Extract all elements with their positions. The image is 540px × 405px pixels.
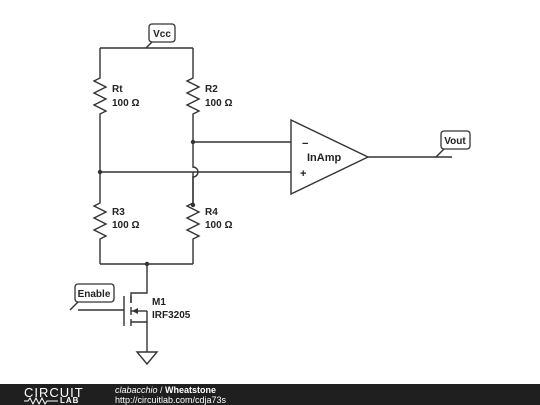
logo-lab-text: LAB — [60, 396, 80, 405]
opamp-plus-symbol: + — [300, 168, 306, 180]
circuit-title: Wheatstone — [165, 385, 217, 395]
resistor-r4-value: 100 Ω — [205, 220, 232, 231]
opamp-label: InAmp — [307, 152, 342, 164]
mosfet-m1[interactable] — [123, 296, 148, 326]
resistor-r2-name: R2 — [205, 84, 218, 95]
resistor-r2-value: 100 Ω — [205, 98, 232, 109]
resistor-logo-icon — [24, 397, 58, 405]
logo-circuit-text: CIRCUIT — [24, 385, 84, 400]
circuit-url-link[interactable]: http://circuitlab.com/cdja73s — [115, 395, 227, 405]
resistor-r3[interactable] — [92, 172, 108, 264]
vcc-label: Vcc — [153, 29, 171, 40]
junction-right-lower — [190, 202, 196, 208]
mosfet-drain-wire — [130, 264, 148, 303]
resistor-r3-name: R3 — [112, 207, 125, 218]
resistor-rt-value: 100 Ω — [112, 98, 139, 109]
enable-label: Enable — [78, 289, 111, 300]
credit-separator: / — [157, 385, 166, 395]
footer-bar: CIRCUIT LAB clabacchio / Wheatstone http… — [0, 384, 540, 405]
instrumentation-amplifier[interactable] — [290, 118, 370, 196]
resistor-r3-value: 100 Ω — [112, 220, 139, 231]
credit-line: clabacchio / Wheatstone — [115, 385, 216, 395]
ground-symbol — [135, 351, 159, 366]
vout-tag[interactable]: Vout — [435, 130, 471, 158]
opamp-minus-symbol: − — [302, 138, 308, 150]
enable-tag[interactable]: Enable — [69, 283, 115, 311]
resistor-rt[interactable] — [92, 48, 108, 172]
resistor-rt-name: Rt — [112, 84, 123, 95]
mosfet-name: M1 — [152, 297, 166, 308]
author-link[interactable]: clabacchio — [115, 385, 158, 395]
vout-label: Vout — [444, 136, 466, 147]
resistor-r4-name: R4 — [205, 207, 218, 218]
schematic-diagram: Vcc Rt 100 Ω R2 100 Ω R3 100 Ω R4 100 Ω … — [69, 23, 471, 366]
vcc-tag[interactable]: Vcc — [145, 23, 176, 49]
resistor-r2[interactable] — [185, 48, 201, 205]
resistor-r4[interactable] — [185, 172, 201, 264]
mosfet-part: IRF3205 — [152, 310, 191, 321]
